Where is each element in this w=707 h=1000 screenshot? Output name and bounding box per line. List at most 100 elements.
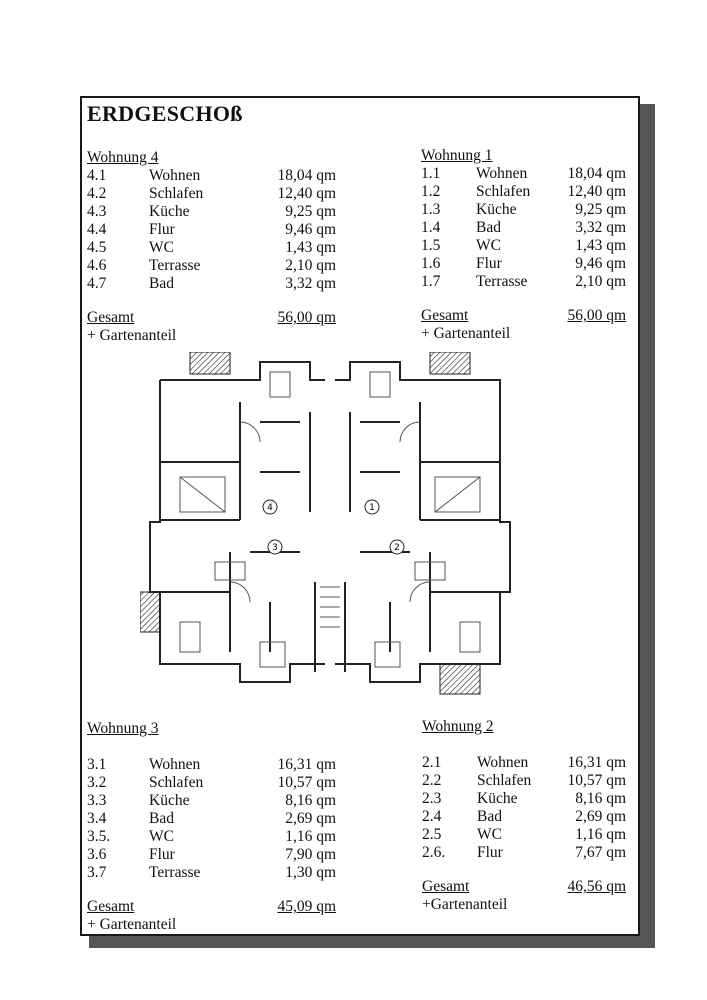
room-number: 1.4	[421, 219, 441, 236]
room-number: 2.5	[422, 826, 442, 843]
room-area: 2,69 qm	[285, 810, 336, 827]
room-area: 7,90 qm	[285, 846, 336, 863]
room-name: Küche	[149, 792, 190, 809]
total-label: Gesamt	[422, 878, 470, 895]
garden-share-note: + Gartenanteil	[87, 327, 177, 344]
page-title: ERDGESCHOß	[87, 101, 243, 126]
room-area: 10,57 qm	[567, 772, 626, 789]
room-area: 8,16 qm	[575, 790, 626, 807]
room-area: 1,43 qm	[575, 237, 626, 254]
room-name: WC	[477, 826, 502, 843]
room-row: 1.4 Bad 3,32 qm	[421, 219, 626, 237]
garden-share-note: +Gartenanteil	[422, 896, 508, 913]
room-row: 1.3 Küche 9,25 qm	[421, 201, 626, 219]
room-name: WC	[149, 828, 174, 845]
total-row: Gesamt 56,00 qm	[87, 309, 336, 327]
document-frame	[80, 96, 640, 936]
room-name: Schlafen	[149, 774, 204, 791]
room-area: 1,30 qm	[285, 864, 336, 881]
room-area: 2,10 qm	[575, 273, 626, 290]
room-area: 9,25 qm	[575, 201, 626, 218]
room-area: 3,32 qm	[575, 219, 626, 236]
total-row: Gesamt 45,09 qm	[87, 898, 336, 916]
room-number: 1.3	[421, 201, 441, 218]
room-name: Küche	[476, 201, 517, 218]
room-number: 2.3	[422, 790, 442, 807]
room-area: 18,04 qm	[277, 167, 336, 184]
garden-share-note: + Gartenanteil	[421, 325, 511, 342]
apartment-heading: Wohnung 3	[87, 720, 159, 737]
total-row: Gesamt 56,00 qm	[421, 307, 626, 325]
room-name: Terrasse	[149, 864, 201, 881]
room-row: 2.3 Küche 8,16 qm	[422, 790, 626, 808]
room-area: 9,46 qm	[285, 221, 336, 238]
room-name: Flur	[149, 221, 175, 238]
room-area: 1,16 qm	[285, 828, 336, 845]
room-row: 1.6 Flur 9,46 qm	[421, 255, 626, 273]
apartment-heading: Wohnung 1	[421, 147, 493, 164]
room-name: Wohnen	[149, 167, 201, 184]
total-value: 56,00 qm	[277, 309, 336, 326]
room-number: 4.2	[87, 185, 107, 202]
room-number: 2.1	[422, 754, 442, 771]
room-row: 3.7 Terrasse 1,30 qm	[87, 864, 336, 882]
apartment-heading: Wohnung 4	[87, 149, 159, 166]
room-number: 3.6	[87, 846, 107, 863]
room-area: 7,67 qm	[575, 844, 626, 861]
room-number: 4.4	[87, 221, 107, 238]
room-name: Flur	[477, 844, 503, 861]
apartment-heading: Wohnung 2	[422, 718, 494, 735]
room-area: 16,31 qm	[567, 754, 626, 771]
room-name: Terrasse	[476, 273, 528, 290]
total-value: 46,56 qm	[567, 878, 626, 895]
room-row: 3.4 Bad 2,69 qm	[87, 810, 336, 828]
room-number: 3.4	[87, 810, 107, 827]
room-number: 1.6	[421, 255, 441, 272]
room-row: 2.6. Flur 7,67 qm	[422, 844, 626, 862]
room-name: Wohnen	[476, 165, 528, 182]
room-area: 9,25 qm	[285, 203, 336, 220]
room-number: 1.1	[421, 165, 441, 182]
room-name: Küche	[477, 790, 518, 807]
room-name: Bad	[149, 810, 174, 827]
room-area: 1,43 qm	[285, 239, 336, 256]
room-area: 8,16 qm	[285, 792, 336, 809]
room-name: Bad	[477, 808, 502, 825]
total-label: Gesamt	[421, 307, 469, 324]
room-area: 3,32 qm	[285, 275, 336, 292]
unit-marker: 4	[267, 503, 273, 513]
room-number: 4.7	[87, 275, 107, 292]
total-value: 45,09 qm	[277, 898, 336, 915]
room-name: Terrasse	[149, 257, 201, 274]
room-name: Flur	[476, 255, 502, 272]
room-number: 2.6.	[422, 844, 446, 861]
room-number: 1.2	[421, 183, 441, 200]
unit-marker: 1	[369, 503, 375, 513]
unit-marker: 3	[272, 543, 278, 553]
room-name: WC	[476, 237, 501, 254]
room-area: 9,46 qm	[575, 255, 626, 272]
room-name: Bad	[476, 219, 501, 236]
room-number: 3.7	[87, 864, 107, 881]
